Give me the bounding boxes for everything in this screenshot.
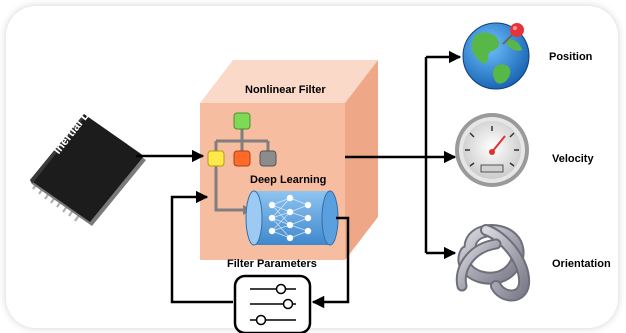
filter-parameters-sliders-icon	[233, 274, 312, 333]
params-label: Filter Parameters	[227, 258, 317, 270]
speedometer-icon	[455, 113, 529, 187]
neural-network-icon	[245, 190, 339, 246]
globe-icon	[462, 22, 530, 90]
output-velocity-label: Velocity	[552, 153, 594, 165]
rotation-knot-icon	[455, 224, 531, 302]
inertial-chip-icon	[30, 114, 146, 226]
deep-learning-label: Deep Learning	[250, 174, 327, 186]
filter-label: Nonlinear Filter	[245, 84, 326, 96]
flow-arrows	[136, 50, 462, 309]
output-orientation-label: Orientation	[552, 258, 611, 270]
flowchart-icon	[207, 112, 277, 215]
output-position-label: Position	[549, 51, 593, 63]
